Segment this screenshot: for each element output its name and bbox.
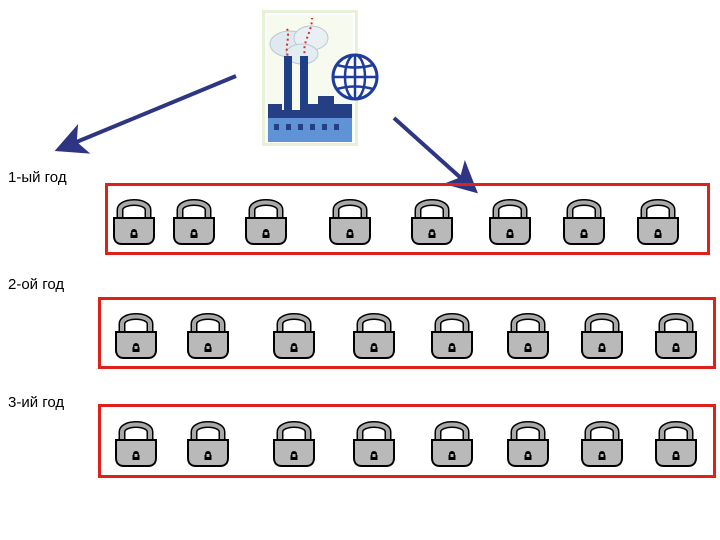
year1-label: 1-ый год: [8, 169, 67, 186]
globe-icon: [331, 53, 379, 101]
factory-globe-icon: [262, 10, 379, 146]
year2-label: 2-ой год: [8, 276, 65, 293]
year3-label: 3-ий год: [8, 394, 65, 411]
year3-frame: [98, 404, 716, 478]
arrow-right-icon: [392, 116, 478, 194]
year1-frame: [105, 183, 710, 255]
arrow-left-icon: [54, 74, 237, 154]
year2-frame: [98, 297, 716, 369]
